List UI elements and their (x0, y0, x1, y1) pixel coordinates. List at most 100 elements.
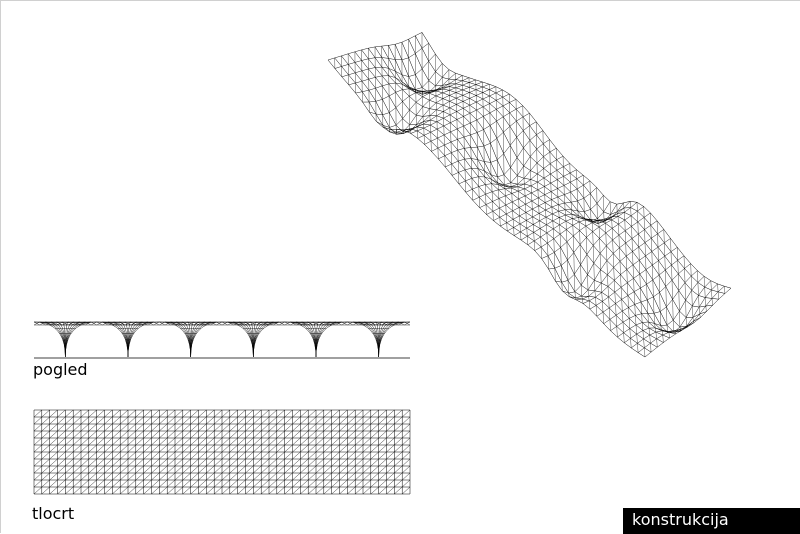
plan-mesh-line (379, 459, 387, 466)
plan-mesh-line (371, 424, 379, 431)
perspective-mesh-line (547, 233, 548, 243)
plan-mesh-line (89, 424, 97, 431)
plan-mesh-line (73, 417, 81, 424)
plan-mesh-line (293, 438, 301, 445)
plan-mesh-line (144, 452, 152, 459)
plan-mesh-line (128, 445, 136, 452)
plan-mesh-line (253, 445, 261, 452)
support-rib-line (253, 322, 284, 357)
perspective-mesh-line (607, 261, 608, 275)
perspective-mesh-line (652, 265, 653, 280)
plan-mesh-line (183, 480, 191, 487)
plan-mesh-line (363, 438, 371, 445)
support-rib-line (40, 322, 66, 357)
plan-mesh-line (89, 445, 97, 452)
perspective-mesh-line (540, 221, 541, 229)
plan-mesh-line (261, 410, 269, 417)
perspective-mesh-line (480, 163, 570, 207)
plan-mesh-line (65, 487, 73, 494)
plan-mesh-line (402, 445, 410, 452)
perspective-mesh-line (660, 292, 661, 311)
perspective-mesh-line (631, 208, 632, 216)
plan-mesh-line (222, 459, 230, 466)
plan-mesh-line (112, 445, 120, 452)
plan-mesh-line (112, 424, 120, 431)
plan-mesh-line (371, 487, 379, 494)
plan-mesh-line (199, 438, 207, 445)
perspective-mesh-line (582, 299, 583, 304)
plan-mesh-line (34, 452, 42, 459)
plan-mesh-line (371, 438, 379, 445)
plan-mesh-line (73, 410, 81, 417)
perspective-mesh-line (641, 302, 642, 314)
perspective-mesh-line (627, 270, 628, 283)
plan-mesh-line (58, 431, 66, 438)
plan-mesh-line (97, 480, 105, 487)
perspective-mesh-line (631, 284, 717, 348)
plan-mesh-line (332, 424, 340, 431)
plan-mesh-line (73, 480, 81, 487)
plan-mesh-line (199, 424, 207, 431)
plan-mesh-line (159, 452, 167, 459)
perspective-mesh-line (651, 238, 652, 251)
perspective-mesh-line (664, 229, 665, 242)
plan-mesh-line (394, 466, 402, 473)
perspective-mesh-line (560, 225, 561, 234)
plan-mesh-line (89, 410, 97, 417)
plan-mesh-line (89, 431, 97, 438)
plan-mesh-line (371, 466, 379, 473)
perspective-mesh-line (623, 322, 624, 333)
plan-mesh-line (105, 466, 113, 473)
plan-mesh-line (253, 410, 261, 417)
plan-mesh-line (81, 431, 89, 438)
plan-mesh-line (136, 445, 144, 452)
support-rib-line (65, 322, 96, 357)
perspective-mesh-line (679, 311, 680, 327)
plan-mesh-line (238, 480, 246, 487)
perspective-mesh-line (631, 338, 632, 348)
perspective-mesh-line (659, 275, 660, 292)
plan-mesh-line (324, 459, 332, 466)
plan-mesh-line (293, 452, 301, 459)
perspective-mesh-line (699, 307, 700, 314)
plan-mesh-line (81, 466, 89, 473)
plan-mesh-line (152, 445, 160, 452)
plan-mesh-line (89, 452, 97, 459)
perspective-mesh-line (636, 325, 637, 334)
plan-mesh-line (347, 410, 355, 417)
plan-mesh-line (269, 417, 277, 424)
plan-mesh-line (394, 452, 402, 459)
plan-mesh-line (222, 445, 230, 452)
perspective-mesh-line (586, 237, 587, 254)
plan-mesh-line (73, 473, 81, 480)
plan-mesh-line (222, 487, 230, 494)
plan-mesh-line (175, 424, 183, 431)
plan-mesh-line (34, 438, 42, 445)
plan-mesh-line (175, 431, 183, 438)
plan-mesh-line (65, 445, 73, 452)
plan-mesh-line (316, 480, 324, 487)
plan-mesh-line (355, 452, 363, 459)
perspective-mesh-line (599, 221, 600, 228)
plan-mesh-line (285, 417, 293, 424)
plan-mesh-line (191, 438, 199, 445)
perspective-mesh-line (704, 276, 705, 287)
plan-mesh-line (105, 424, 113, 431)
plan-mesh-line (308, 473, 316, 480)
perspective-mesh-line (634, 278, 635, 291)
plan-mesh-line (214, 410, 222, 417)
plan-mesh-line (300, 445, 308, 452)
plan-mesh-line (65, 410, 73, 417)
plan-mesh-line (332, 487, 340, 494)
perspective-mesh-line (657, 339, 658, 347)
plan-mesh-line (402, 438, 410, 445)
plan-mesh-line (50, 431, 58, 438)
plan-mesh-line (183, 459, 191, 466)
plan-mesh-line (277, 466, 285, 473)
perspective-mesh-line (640, 274, 641, 288)
plan-mesh-line (402, 459, 410, 466)
support-rib-line (228, 322, 254, 357)
perspective-mesh-line (593, 245, 594, 263)
perspective-mesh-line (672, 280, 673, 299)
perspective-mesh-line (625, 231, 626, 243)
